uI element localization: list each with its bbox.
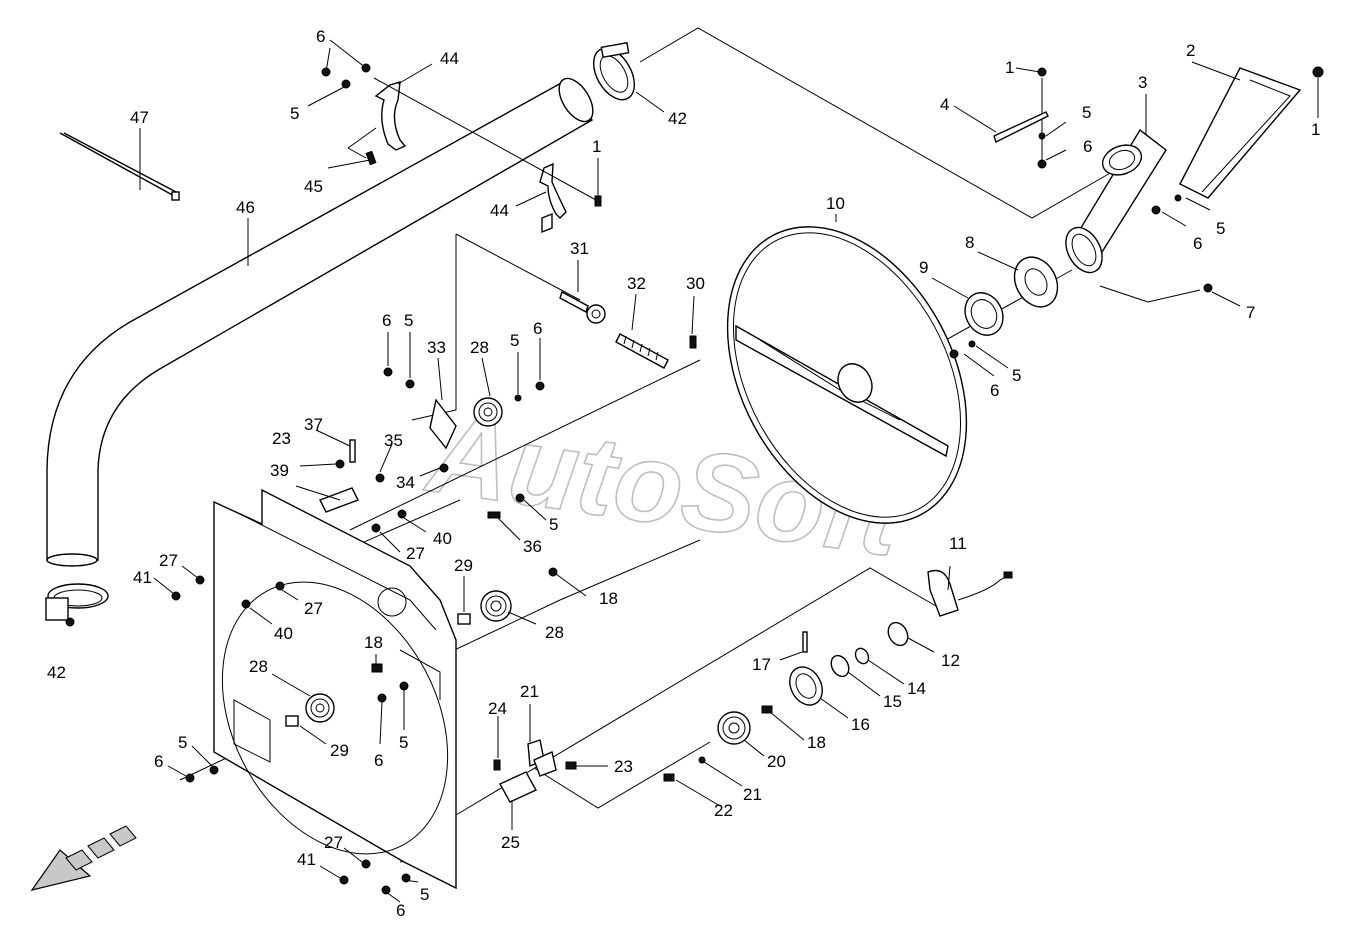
- leader-lines-misc: [139, 61, 1241, 299]
- callout-1: 1: [592, 137, 601, 156]
- direction-arrow: [30, 825, 137, 891]
- callout-7: 7: [1246, 303, 1255, 322]
- callout-5: 5: [1012, 366, 1021, 385]
- drive-parts-right: [493, 565, 1013, 830]
- callout-28: 28: [545, 623, 564, 642]
- callout-5: 5: [399, 733, 408, 752]
- callout-20: 20: [767, 752, 786, 771]
- callout-5: 5: [404, 311, 413, 330]
- leader-lines-top: [307, 39, 665, 207]
- callout-labels: 1 1 1 2 3 4 5 5 5 5 5 5 5 5 5 5 6 6 6 6 …: [47, 27, 1320, 920]
- callout-42: 42: [668, 109, 687, 128]
- callout-18: 18: [364, 633, 383, 652]
- callout-15: 15: [883, 692, 902, 711]
- callout-11: 11: [949, 534, 967, 553]
- bracket-44-top: [374, 81, 407, 151]
- hardware-right: [949, 66, 1324, 377]
- callout-8: 8: [965, 233, 974, 252]
- nuts-and-bolts-top: [321, 63, 602, 207]
- callout-32: 32: [627, 274, 646, 293]
- callout-27: 27: [304, 599, 323, 618]
- callout-14: 14: [907, 679, 926, 698]
- callout-9: 9: [919, 258, 928, 277]
- callout-2: 2: [1186, 41, 1195, 60]
- callout-42: 42: [47, 663, 66, 682]
- callout-46: 46: [236, 198, 255, 217]
- callout-27: 27: [159, 551, 178, 570]
- hose-clamp-top: [592, 42, 636, 101]
- callout-18: 18: [807, 733, 826, 752]
- callout-5: 5: [178, 733, 187, 752]
- callout-40: 40: [274, 624, 293, 643]
- callout-12: 12: [941, 651, 960, 670]
- fan-ring: [726, 226, 968, 524]
- callout-5: 5: [290, 104, 299, 123]
- callout-31: 31: [570, 239, 589, 258]
- callout-10: 10: [826, 194, 845, 213]
- callout-33: 33: [427, 338, 446, 357]
- callout-22: 22: [714, 801, 733, 820]
- callout-5: 5: [549, 515, 558, 534]
- callout-29: 29: [330, 741, 349, 760]
- callout-30: 30: [686, 274, 705, 293]
- callout-28: 28: [249, 657, 268, 676]
- callout-5: 5: [420, 885, 429, 904]
- callout-35: 35: [384, 431, 403, 450]
- callout-25: 25: [501, 833, 520, 852]
- callout-41: 41: [297, 850, 316, 869]
- callout-5: 5: [510, 331, 519, 350]
- callout-29: 29: [454, 556, 473, 575]
- callout-28: 28: [470, 338, 489, 357]
- callout-6: 6: [990, 381, 999, 400]
- callout-41: 41: [133, 568, 152, 587]
- callout-1: 1: [1311, 120, 1320, 139]
- callout-23: 23: [614, 757, 633, 776]
- callout-37: 37: [304, 415, 323, 434]
- callout-6: 6: [382, 311, 391, 330]
- callout-34: 34: [396, 473, 415, 492]
- duct-and-adapter: [964, 67, 1302, 336]
- callout-40: 40: [433, 529, 452, 548]
- callout-16: 16: [851, 715, 870, 734]
- callout-6: 6: [374, 751, 383, 770]
- callout-5: 5: [1082, 103, 1091, 122]
- callout-6: 6: [154, 752, 163, 771]
- hose-clamp-bottom: [45, 583, 109, 627]
- callout-44: 44: [440, 49, 459, 68]
- tube-46: [46, 77, 594, 567]
- bracket-44-mid: [539, 162, 567, 234]
- callout-45: 45: [304, 177, 323, 196]
- callout-39: 39: [270, 461, 289, 480]
- callout-21: 21: [743, 785, 762, 804]
- tensioner-parts: [295, 260, 697, 553]
- callout-27: 27: [324, 833, 343, 852]
- callout-1: 1: [1005, 58, 1014, 77]
- callout-17: 17: [752, 655, 771, 674]
- callout-36: 36: [523, 537, 542, 556]
- callout-3: 3: [1138, 73, 1147, 92]
- callout-24: 24: [488, 699, 507, 718]
- pulleys-lower: [153, 565, 587, 903]
- callout-6: 6: [396, 901, 405, 920]
- cable-tie: [59, 132, 180, 201]
- callout-5: 5: [1216, 219, 1225, 238]
- callout-21: 21: [520, 682, 539, 701]
- callout-23: 23: [272, 429, 291, 448]
- callout-4: 4: [940, 95, 949, 114]
- callout-6: 6: [1083, 137, 1092, 156]
- callout-18: 18: [599, 589, 618, 608]
- fan-shroud: [213, 488, 457, 890]
- callout-6: 6: [316, 27, 325, 46]
- callout-47: 47: [130, 108, 149, 127]
- callout-6: 6: [1193, 234, 1202, 253]
- callout-6: 6: [533, 319, 542, 338]
- callout-44: 44: [490, 201, 509, 220]
- callout-27: 27: [406, 544, 425, 563]
